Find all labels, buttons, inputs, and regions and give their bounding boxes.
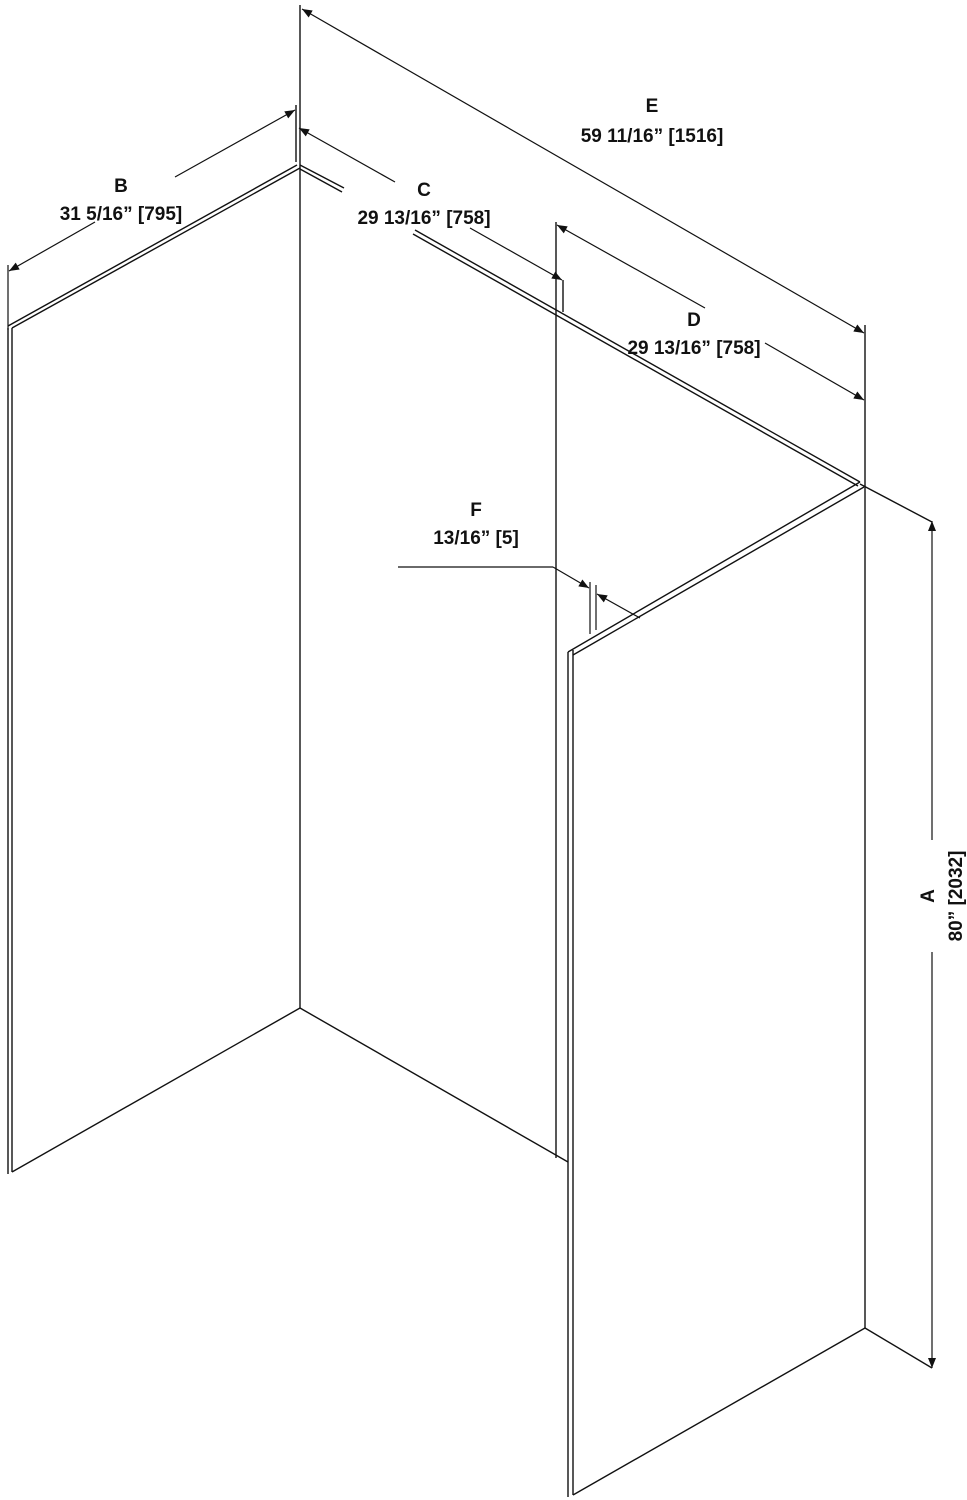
dimension-b-letter: B [114,176,128,197]
dimension-c-letter: C [417,180,431,201]
dimension-e-value: 59 11/16” [1516] [581,126,724,147]
dimension-d-value: 29 13/16” [758] [627,338,760,359]
dimension-d-letter: D [687,310,701,331]
dimension-a: A 80” [2032] [918,521,967,1368]
dimension-a-letter: A [918,889,939,903]
dimension-a-value: 80” [2032] [946,851,967,942]
dimension-b: B 31 5/16” [795] [7,109,296,330]
dimension-f-letter: F [470,500,482,521]
dimension-f-value: 13/16” [5] [433,528,519,549]
right-front-panel [567,325,933,1497]
dimension-e: E 59 11/16” [1516] [301,8,865,334]
dimension-e-letter: E [646,96,659,117]
dimension-f: F 13/16” [5] [398,500,641,634]
dimension-d: D 29 13/16” [758] [556,224,865,401]
back-panels [295,5,933,1163]
dimension-b-value: 31 5/16” [795] [60,204,183,225]
dimension-c-value: 29 13/16” [758] [357,208,490,229]
left-side-panel [7,164,301,1174]
dimension-c: C 29 13/16” [758] [298,127,563,281]
